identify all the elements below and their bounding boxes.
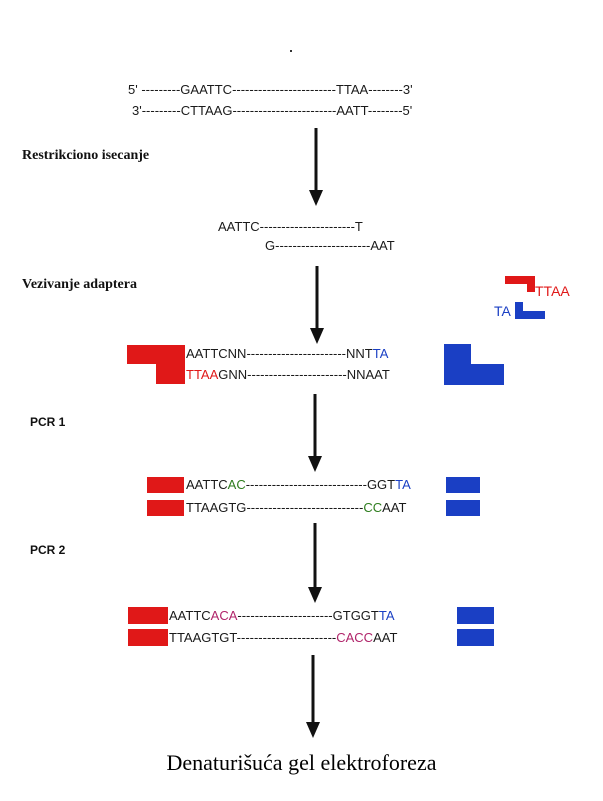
arrow-4: [308, 523, 322, 603]
pcr2-left-red-top: [128, 607, 168, 624]
adapter-legend-blue-bottom: [515, 311, 545, 319]
arrow-3: [308, 394, 322, 472]
step-pcr2-label: PCR 2: [30, 543, 66, 557]
adapter-legend-red-step: [527, 276, 535, 292]
pcr1-right-blue-bottom: [446, 500, 480, 516]
dna-top-strand: 5' ---------GAATTC----------------------…: [128, 82, 413, 97]
pcr2-right-blue-bottom: [457, 629, 494, 646]
arrow-5: [306, 655, 320, 738]
right-adapter-top-blue: [444, 344, 471, 366]
pcr2-left-red-bottom: [128, 629, 168, 646]
cut-top-strand: AATTC----------------------T: [218, 219, 363, 234]
step-pcr1-label: PCR 1: [30, 415, 66, 429]
adapter-legend-red-text: TTAA: [535, 283, 570, 299]
right-adapter-bottom-blue: [444, 364, 504, 385]
dna-bottom-strand: 3'---------CTTAAG-----------------------…: [132, 103, 413, 118]
pcr1-bottom-strand: TTAAGTG---------------------------CCAAT: [186, 500, 407, 515]
final-step-title: Denaturišuća gel elektroforeza: [166, 750, 437, 775]
adapter-legend-red-top: [505, 276, 531, 284]
adapter-legend-blue-step: [515, 302, 523, 318]
arrow-1: [309, 128, 323, 206]
left-adapter-bottom-red: [156, 363, 185, 384]
left-adapter-top-red: [127, 345, 185, 364]
adapter-legend-blue-text: TA: [494, 303, 511, 319]
cut-bottom-strand: G----------------------AAT: [265, 238, 395, 253]
pcr2-bottom-strand: TTAAGTGT-----------------------CACCAAT: [169, 630, 398, 645]
ligated-bottom-strand: TTAAGNN-----------------------NNAAT: [186, 367, 390, 382]
pcr1-right-blue-top: [446, 477, 480, 493]
speck: [290, 50, 292, 52]
pcr1-top-strand: AATTCAC----------------------------GGTTA: [186, 477, 411, 492]
ligated-top-strand: AATTCNN-----------------------NNTTA: [186, 346, 389, 361]
pcr1-left-red-top: [147, 477, 184, 493]
pcr2-top-strand: AATTCACA----------------------GTGGTTA: [169, 608, 395, 623]
arrow-2: [310, 266, 324, 344]
pcr1-left-red-bottom: [147, 500, 184, 516]
step-ligation-label: Vezivanje adaptera: [22, 277, 137, 292]
pcr2-right-blue-top: [457, 607, 494, 624]
step-restriction-label: Restrikciono isecanje: [22, 148, 150, 163]
